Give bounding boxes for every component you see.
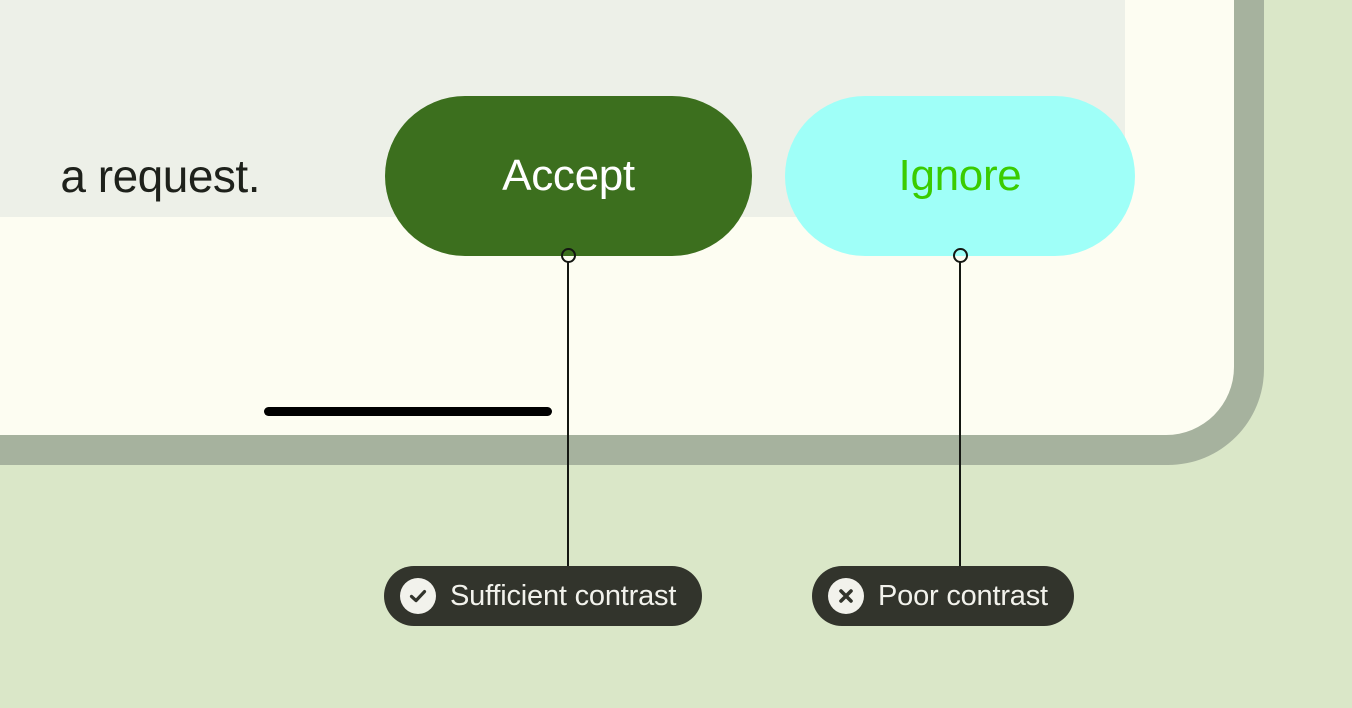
leader-line-accept	[567, 262, 569, 567]
home-indicator-bar	[264, 407, 552, 416]
x-circle-icon	[828, 578, 864, 614]
leader-dot-ignore	[953, 248, 968, 263]
check-circle-icon	[400, 578, 436, 614]
accept-button[interactable]: Accept	[385, 96, 752, 256]
annotation-poor-contrast: Poor contrast	[812, 566, 1074, 626]
leader-line-ignore	[959, 262, 961, 567]
leader-dot-accept	[561, 248, 576, 263]
annotation-label-poor: Poor contrast	[878, 579, 1048, 612]
request-body-text: a request.	[60, 150, 260, 202]
annotation-label-sufficient: Sufficient contrast	[450, 579, 677, 612]
annotation-sufficient-contrast: Sufficient contrast	[384, 566, 703, 626]
ignore-button[interactable]: Ignore	[785, 96, 1135, 256]
